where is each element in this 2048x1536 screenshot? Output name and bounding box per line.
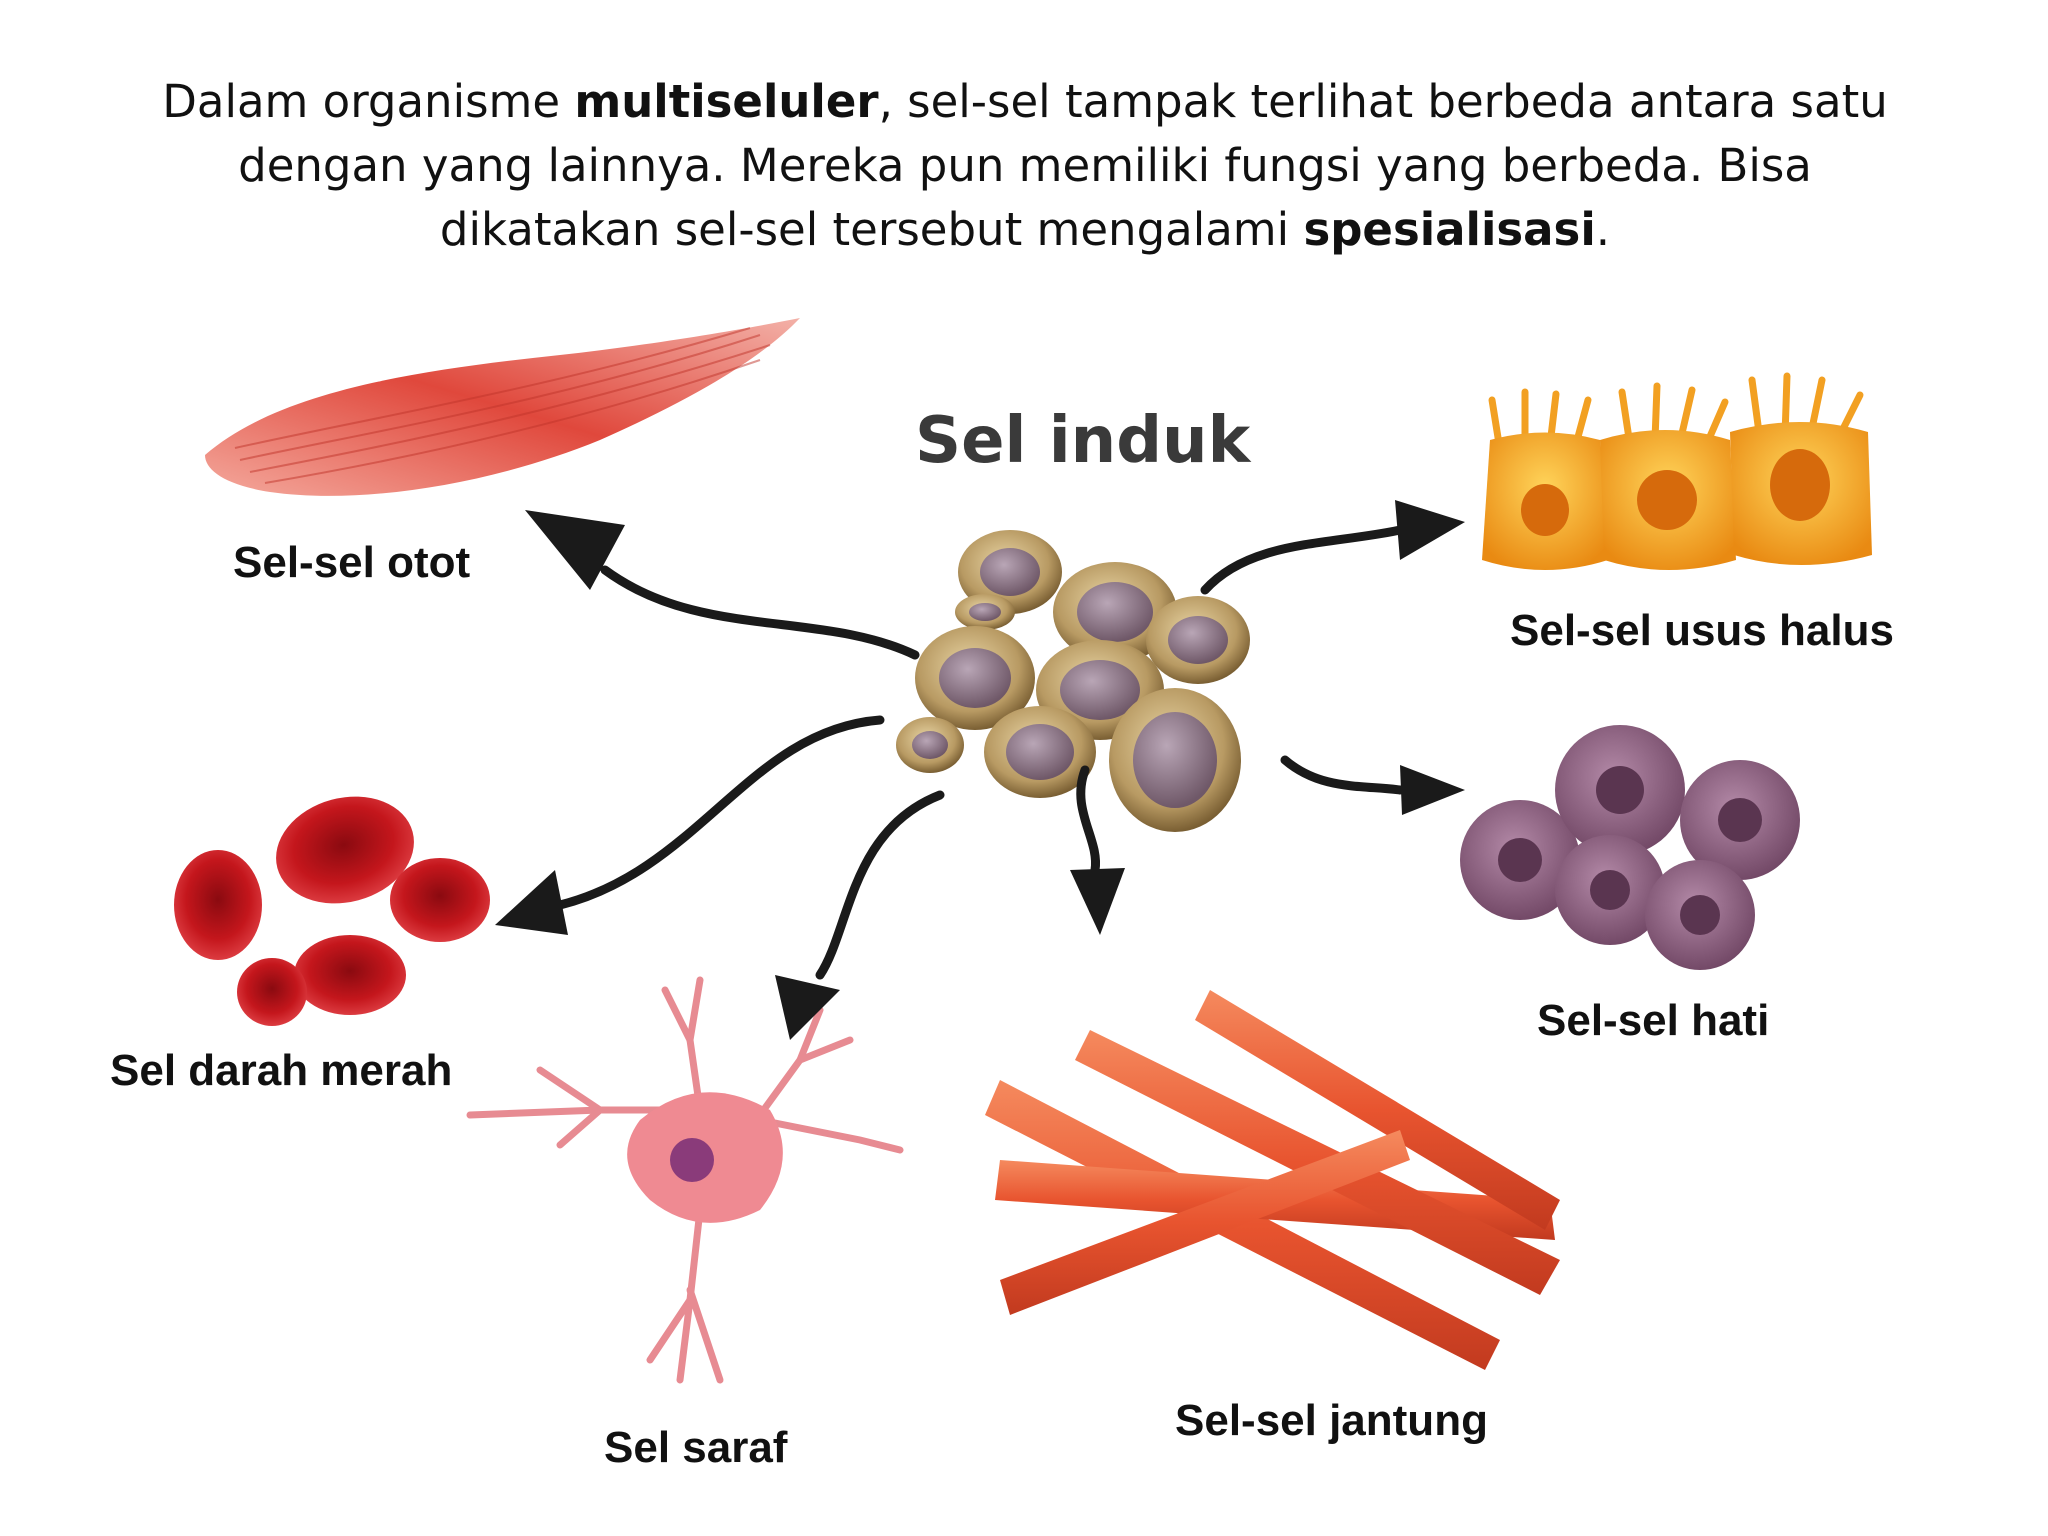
arrow-to-intestine xyxy=(1200,500,1465,595)
label-nerve-cell: Sel saraf xyxy=(604,1423,788,1472)
heart-cell-illustration xyxy=(985,990,1560,1370)
intro-text-2: , sel-sel tampak terlihat berbeda antara… xyxy=(238,75,1888,256)
stem-cell-cluster xyxy=(896,530,1250,832)
intro-text-1: Dalam organisme xyxy=(162,75,575,128)
intestine-cell-illustration xyxy=(1482,372,1872,570)
intro-bold-spesialisasi: spesialisasi xyxy=(1303,203,1596,256)
label-heart-cells: Sel-sel jantung xyxy=(1175,1396,1488,1445)
nerve-cell-illustration xyxy=(466,976,904,1384)
label-liver-cells: Sel-sel hati xyxy=(1537,996,1769,1045)
arrow-to-nerve xyxy=(775,790,945,1040)
intro-text-3: . xyxy=(1595,203,1611,256)
label-red-blood-cells: Sel darah merah xyxy=(110,1046,452,1095)
arrow-to-heart xyxy=(1070,765,1125,935)
stem-cell-title: Sel induk xyxy=(915,404,1252,478)
liver-cell-illustration xyxy=(1460,725,1800,970)
label-muscle-cells: Sel-sel otot xyxy=(233,538,470,587)
red-blood-cell-illustration xyxy=(174,796,490,1026)
intro-bold-multiseluler: multiseluler xyxy=(574,75,879,128)
intro-paragraph: Dalam organisme multiseluler, sel-sel ta… xyxy=(160,70,1890,262)
muscle-cell-illustration xyxy=(205,318,800,496)
label-intestine-cells: Sel-sel usus halus xyxy=(1510,606,1894,655)
arrow-to-muscle xyxy=(525,510,920,660)
arrow-to-blood xyxy=(495,715,885,935)
arrow-to-liver xyxy=(1280,755,1465,815)
